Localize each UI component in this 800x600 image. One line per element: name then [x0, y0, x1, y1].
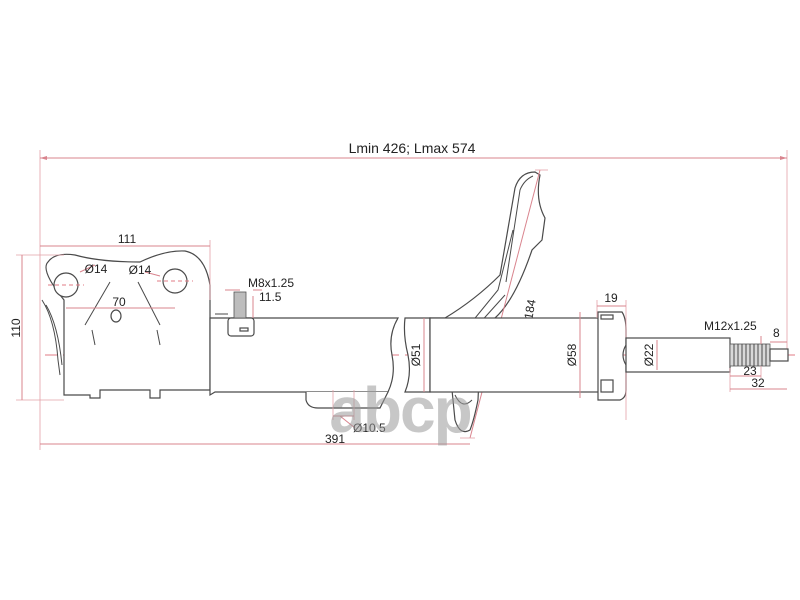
lower-bracket: [41, 250, 211, 399]
bolt-length-label: 11.5: [259, 290, 282, 304]
upper-body: [429, 311, 627, 401]
tip-length-label: 8: [773, 326, 780, 340]
lower-hole-label: Ø10.5: [353, 421, 386, 435]
rod-thread-label: M12x1.25: [704, 319, 757, 333]
rod-end-length-label: 32: [751, 376, 765, 390]
rod-dimensions: [656, 336, 787, 392]
bracket-dimensions: [16, 240, 211, 401]
body-dimensions: [40, 289, 470, 445]
length-range-label: Lmin 426; Lmax 574: [349, 140, 476, 156]
spring-seat-height-label: 184: [521, 298, 538, 320]
top-mount-diameter-label: Ø58: [565, 343, 579, 366]
body-length-label: 391: [325, 432, 345, 446]
left-hole-label: Ø14: [85, 262, 108, 276]
spring-seat-dimension: [460, 169, 548, 439]
hole-spacing-label: 70: [112, 295, 126, 309]
right-hole-label: Ø14: [129, 263, 152, 277]
body-diameter-label: Ø51: [409, 343, 423, 366]
rod-diameter-label: Ø22: [642, 343, 656, 366]
watermark-logo: abcp: [329, 374, 470, 446]
bracket-width-label: 111: [118, 232, 137, 246]
piston-rod: [625, 337, 789, 373]
thread-length-label: 23: [743, 364, 757, 378]
top-mount-width-label: 19: [604, 291, 618, 305]
bolt-thread-label: M8x1.25: [248, 276, 294, 290]
bracket-height-label: 110: [9, 318, 23, 337]
